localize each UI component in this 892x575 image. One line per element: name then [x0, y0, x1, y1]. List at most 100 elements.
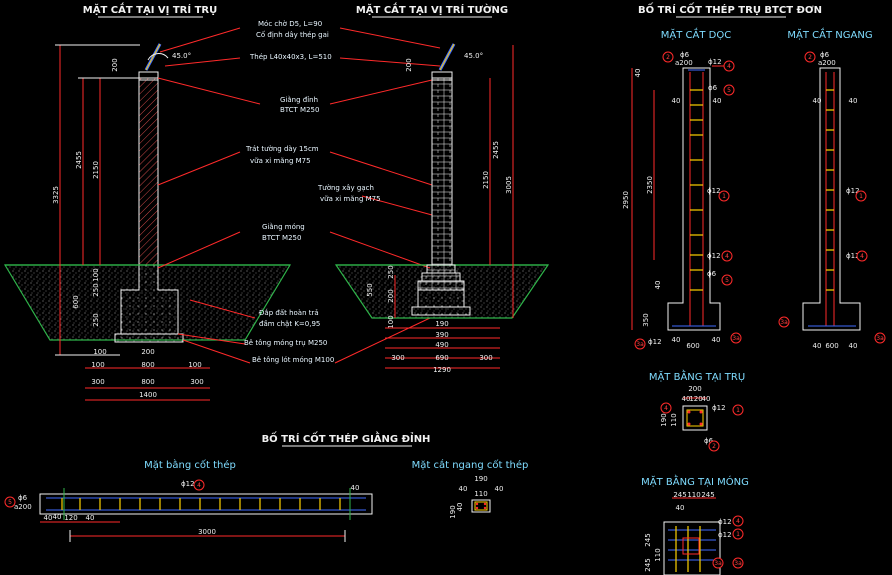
svg-text:4: 4	[197, 482, 201, 489]
phi12-foot-a: ϕ12	[718, 518, 732, 526]
svg-text:1: 1	[859, 193, 863, 200]
dim-190-beam: 190	[474, 475, 487, 483]
dim-40-beam-a: 40	[53, 513, 62, 521]
dim-40-cross-a: 40	[459, 485, 468, 493]
label-hook: Móc chờ D5, L=90	[258, 20, 322, 28]
title-column-section: MẶT CẮT TẠI VỊ TRÍ TRỤ	[83, 1, 217, 16]
svg-text:2: 2	[666, 54, 670, 61]
label-footing-beam: Giằng móng	[262, 222, 305, 231]
beam-stirrups	[61, 498, 341, 510]
dim-100-b: 100	[93, 348, 106, 356]
svg-text:1: 1	[736, 407, 740, 414]
dim-3000: 3000	[198, 528, 216, 536]
label-plaster: Trát tường dày 15cm	[245, 145, 319, 153]
label-plaster-mortar: vữa xi măng M75	[250, 157, 311, 165]
dim-40-tr: 40	[849, 97, 858, 105]
dim-3005: 3005	[505, 176, 513, 194]
column-section-drawing: 45.0° 3325 2455 2150 200 100 600 250 250…	[3, 43, 292, 401]
dim-100-c: 100	[91, 361, 104, 369]
label-footing-concrete: Bê tông móng trụ M250	[244, 339, 327, 347]
dim-200-wall: 200	[387, 289, 395, 302]
dim-100-d: 100	[188, 361, 201, 369]
phi6-top-long: ϕ6	[680, 51, 690, 59]
dim-245-b: 245	[701, 491, 714, 499]
plan-at-column: 200 40 120 40 190 110 ϕ6 ϕ12 4 1 2	[660, 385, 744, 452]
dim-300-a: 300	[91, 378, 104, 386]
svg-text:2: 2	[808, 54, 812, 61]
dim-40-cross-b: 40	[495, 485, 504, 493]
svg-text:4: 4	[860, 253, 864, 260]
dim-40-foot: 40	[676, 504, 685, 512]
subtitle-beam-cross: Mặt cắt ngang cốt thép	[412, 458, 529, 471]
bar-marks-transverse: 2 1 4 3a 3a	[778, 51, 886, 344]
subtitle-plan-at-column: MẶT BẰNG TẠI TRỤ	[649, 369, 745, 383]
dim-40-br: 40	[712, 336, 721, 344]
svg-text:1: 1	[722, 193, 726, 200]
phi12-trans: ϕ12	[846, 187, 860, 195]
plan-at-footing: 245 110 245 40 245 110 245 ϕ12 ϕ12 4 1 3…	[644, 491, 744, 575]
dim-40-plan-b: 40	[702, 395, 711, 403]
beam-cross-section: 190 40 110 40 190 40	[449, 475, 503, 519]
svg-text:5: 5	[727, 87, 731, 94]
dim-2150: 2150	[92, 161, 100, 179]
angle-label-wall: 45.0°	[464, 52, 483, 60]
dim-200-b: 200	[141, 348, 154, 356]
dim-2455-wall: 2455	[492, 141, 500, 159]
svg-text:4: 4	[727, 63, 731, 70]
dim-40-beam-b: 40	[351, 484, 360, 492]
dim-250b: 250	[92, 313, 100, 326]
title-beam-rebar: BỐ TRÍ CỐT THÉP GIẰNG ĐỈNH	[262, 430, 431, 445]
stirrups-longitudinal	[690, 89, 703, 291]
phi12-plan: ϕ12	[712, 404, 726, 412]
angle-label: 45.0°	[172, 52, 191, 60]
top-beam	[138, 71, 159, 81]
dim-250: 250	[92, 283, 100, 296]
dim-40-plan-a: 40	[682, 395, 691, 403]
phi12-lower-long: ϕ12	[707, 252, 721, 260]
label-lean-concrete: Bê tông lót móng M100	[252, 356, 334, 364]
dim-350-bot: 350	[642, 313, 650, 326]
dim-190-plan: 190	[660, 413, 668, 426]
label-backfill: Đắp đất hoàn trả	[259, 308, 319, 317]
subtitle-longitudinal: MẶT CẮT DỌC	[661, 27, 731, 41]
dim-1400: 1400	[139, 391, 157, 399]
column	[138, 77, 159, 266]
dim-690: 690	[435, 354, 448, 362]
dim-100-wall: 100	[387, 315, 395, 328]
dim-3325: 3325	[52, 186, 60, 204]
dim-245-v2: 245	[644, 558, 652, 571]
dim-190-wall: 190	[435, 320, 448, 328]
svg-text:1: 1	[736, 531, 740, 538]
transverse-section: ϕ6 a200 40 40 ϕ12 ϕ12 40 600 40	[802, 51, 861, 350]
title-column-rebar: BỐ TRÍ CỐT THÉP TRỤ BTCT ĐƠN	[638, 1, 822, 16]
svg-text:3a: 3a	[780, 319, 788, 326]
dim-40-beam-e: 40	[86, 514, 95, 522]
phi12-foot-b: ϕ12	[718, 531, 732, 539]
dim-40-mid: 40	[654, 281, 662, 290]
annotation-leaders	[157, 27, 441, 364]
phi12-top-long: ϕ12	[708, 58, 722, 66]
phi6-long: ϕ6	[708, 84, 718, 92]
phi12-trans-b: ϕ12	[846, 252, 860, 260]
subtitle-transverse: MẶT CẮT NGANG	[787, 27, 872, 41]
dim-110-v: 110	[654, 548, 662, 561]
beam-plan: ϕ12 4 5 ϕ6 a200 40 40 40 120 40 3000	[4, 479, 373, 542]
dim-40-r: 40	[713, 97, 722, 105]
lean-concrete	[114, 333, 184, 343]
dim-2350: 2350	[646, 176, 654, 194]
stirrups-transverse	[826, 89, 834, 291]
dim-600-trans: 600	[825, 342, 838, 350]
title-wall-section: MẶT CẮT TẠI VỊ TRÍ TƯỜNG	[356, 1, 508, 16]
label-top-beam-grade: BTCT M250	[280, 106, 319, 114]
phi12-beam: ϕ12	[181, 480, 195, 488]
longitudinal-section: 2950 2350 40 350 40 40 40 40 600 40 ϕ6 a…	[622, 51, 722, 350]
dim-300-wall-a: 300	[391, 354, 404, 362]
svg-text:5: 5	[725, 277, 729, 284]
dim-800: 800	[141, 361, 154, 369]
label-brick: Tường xây gạch	[317, 184, 374, 192]
dim-110-plan: 110	[670, 413, 678, 426]
dim-245-v: 245	[644, 533, 652, 546]
dim-40-l: 40	[672, 97, 681, 105]
dim-190-cross-v: 190	[449, 505, 457, 518]
dim-120-plan: 120	[689, 395, 702, 403]
